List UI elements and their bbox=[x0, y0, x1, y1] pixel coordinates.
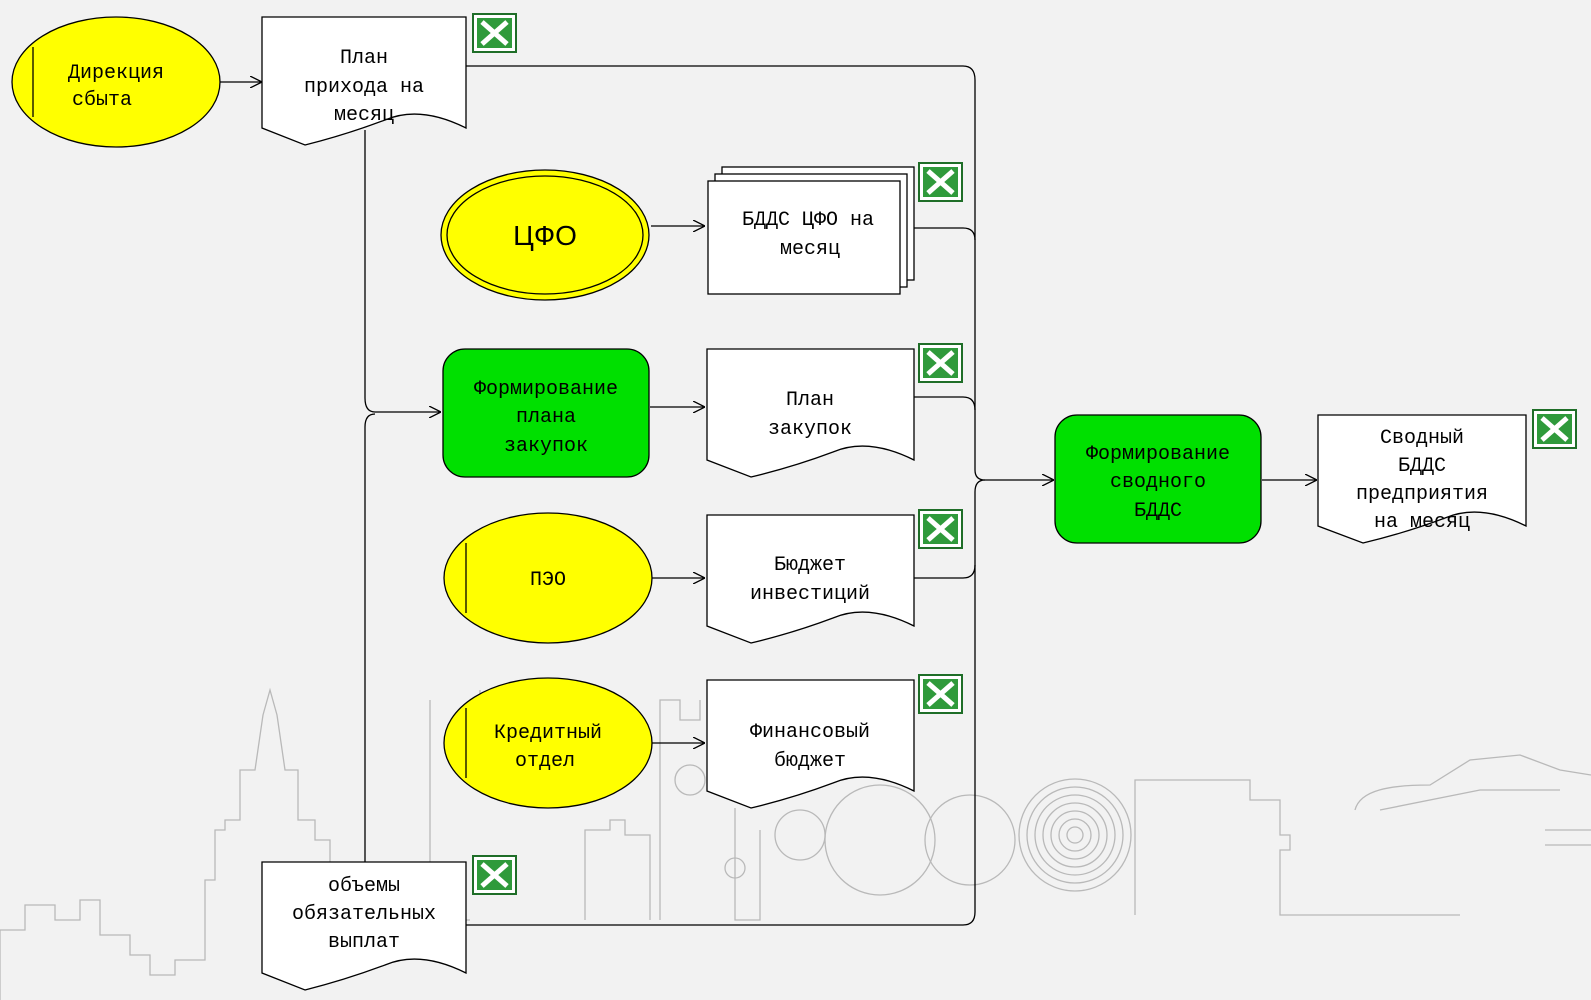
peo-label: ПЭО bbox=[530, 569, 566, 592]
investment-budget-label-line-1: Бюджет bbox=[774, 554, 846, 577]
excel-icon[interactable] bbox=[472, 13, 517, 53]
investment-budget-label-line-2: инвестиций bbox=[750, 583, 870, 606]
credit-dept-label-line-1: Кредитный bbox=[494, 722, 602, 745]
cfo-budget-label-line-1: БДДС ЦФО на bbox=[742, 209, 874, 232]
consolidated-proc-label-line-2: сводного bbox=[1110, 471, 1206, 494]
payments-label-line-2: обязательных bbox=[292, 903, 436, 926]
excel-icon[interactable] bbox=[918, 343, 963, 383]
sales-directorate-label-line-2: сбыта bbox=[72, 89, 132, 112]
edge-purchase-plan-to-consolidated bbox=[914, 396, 976, 411]
purchase-plan-label-line-1: План bbox=[786, 389, 834, 412]
sales-directorate-label-line-1: Дирекция bbox=[68, 62, 164, 85]
consolidated-doc-label-line-3: предприятия bbox=[1356, 483, 1488, 506]
excel-icon[interactable] bbox=[1532, 409, 1577, 449]
org-unit-peo[interactable]: ПЭО bbox=[443, 512, 653, 644]
income-plan-label-line-3: месяц bbox=[334, 104, 394, 127]
doc-financial-budget[interactable]: Финансовый бюджет bbox=[706, 679, 915, 809]
excel-icon[interactable] bbox=[918, 674, 963, 714]
org-unit-credit-department[interactable]: Кредитный отдел bbox=[443, 677, 653, 809]
purchase-proc-label-line-3: закупок bbox=[504, 435, 588, 458]
doc-consolidated-cashflow-budget[interactable]: Сводный БДДС предприятия на месяц bbox=[1317, 414, 1527, 544]
edge-investment-to-consolidated bbox=[914, 564, 976, 579]
doc-cfo-cashflow-budget[interactable]: БДДС ЦФО на месяц bbox=[707, 166, 915, 295]
cfo-budget-label-line-2: месяц bbox=[780, 238, 840, 261]
excel-icon[interactable] bbox=[918, 509, 963, 549]
financial-budget-label-line-2: бюджет bbox=[774, 750, 846, 773]
cfo-label: ЦФО bbox=[513, 220, 577, 251]
consolidated-doc-label-line-2: БДДС bbox=[1398, 455, 1446, 478]
income-plan-label-line-1: План bbox=[340, 47, 388, 70]
purchase-proc-label-line-1: Формирование bbox=[474, 378, 618, 401]
consolidated-proc-label-line-1: Формирование bbox=[1086, 443, 1230, 466]
org-unit-sales-directorate[interactable]: Дирекция сбыта bbox=[11, 16, 221, 148]
excel-icon[interactable] bbox=[472, 855, 517, 895]
payments-label-line-1: объемы bbox=[328, 875, 400, 898]
doc-investment-budget[interactable]: Бюджет инвестиций bbox=[706, 514, 915, 644]
financial-budget-label-line-1: Финансовый bbox=[750, 721, 870, 744]
edge-payments-to-consolidated bbox=[466, 479, 986, 926]
edge-income-plan-to-consolidated bbox=[466, 65, 986, 481]
edge-cfo-budget-to-consolidated bbox=[914, 227, 976, 241]
credit-dept-label-line-2: отдел bbox=[515, 750, 575, 773]
consolidated-doc-label-line-1: Сводный bbox=[1380, 427, 1464, 450]
process-purchase-plan-forming[interactable]: Формирование плана закупок bbox=[442, 348, 650, 478]
doc-mandatory-payments[interactable]: объемы обязательных выплат bbox=[261, 861, 467, 991]
edge-payments-to-purchase bbox=[364, 413, 376, 862]
consolidated-proc-label-line-3: БДДС bbox=[1134, 500, 1182, 523]
edge-income-plan-to-purchase bbox=[364, 130, 441, 412]
consolidated-doc-label-line-4: на месяц bbox=[1374, 511, 1470, 534]
purchase-proc-label-line-2: плана bbox=[516, 406, 576, 429]
doc-purchase-plan[interactable]: План закупок bbox=[706, 348, 915, 478]
purchase-plan-label-line-2: закупок bbox=[768, 418, 852, 441]
org-unit-cfo[interactable]: ЦФО bbox=[440, 169, 650, 301]
process-consolidated-forming[interactable]: Формирование сводного БДДС bbox=[1054, 414, 1262, 544]
connector-edges bbox=[220, 65, 1317, 926]
payments-label-line-3: выплат bbox=[328, 931, 400, 954]
doc-income-plan[interactable]: План прихода на месяц bbox=[261, 16, 467, 146]
excel-icon[interactable] bbox=[918, 162, 963, 202]
income-plan-label-line-2: прихода на bbox=[304, 76, 424, 99]
background-skyline-art bbox=[0, 687, 1591, 1000]
